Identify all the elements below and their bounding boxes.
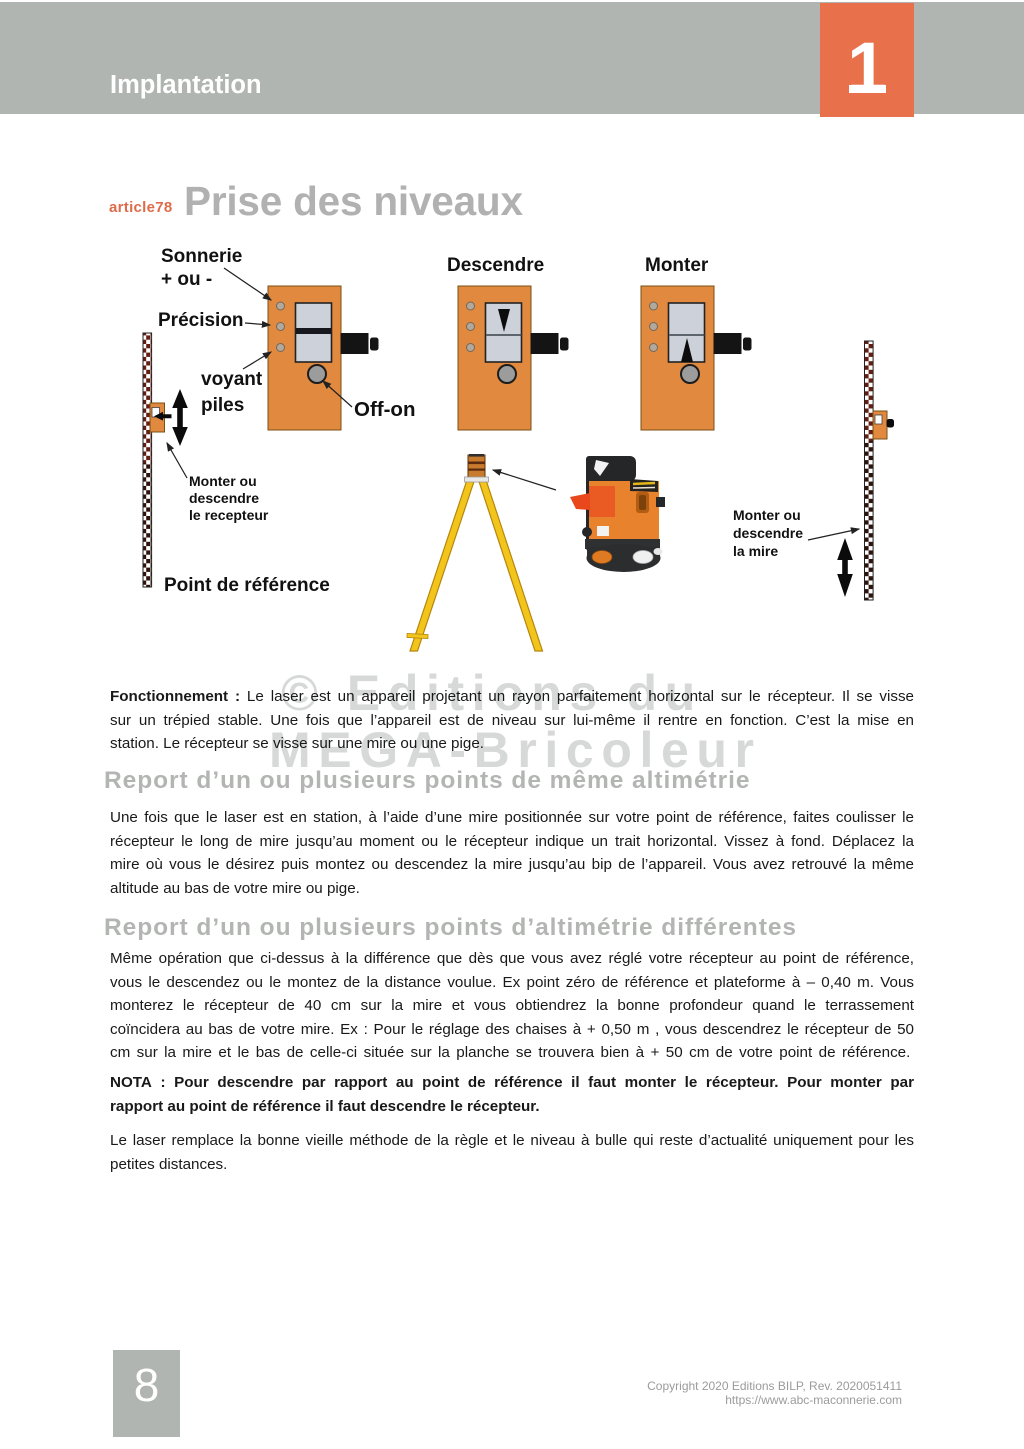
- svg-text:Point de référence: Point de référence: [164, 575, 330, 596]
- svg-text:le recepteur: le recepteur: [189, 507, 269, 523]
- svg-text:Monter ou: Monter ou: [189, 473, 257, 489]
- svg-text:Descendre: Descendre: [447, 255, 544, 276]
- svg-text:Monter: Monter: [645, 255, 709, 276]
- svg-text:descendre: descendre: [189, 490, 259, 506]
- svg-text:Monter ou: Monter ou: [733, 507, 801, 523]
- svg-text:voyant: voyant: [201, 369, 263, 390]
- svg-text:descendre: descendre: [733, 525, 803, 541]
- svg-text:la mire: la mire: [733, 543, 778, 559]
- svg-text:Précision: Précision: [158, 310, 244, 331]
- svg-text:Off-on: Off-on: [354, 398, 415, 421]
- svg-text:Sonnerie: Sonnerie: [161, 246, 242, 267]
- svg-text:piles: piles: [201, 395, 244, 416]
- svg-text:+ ou -: + ou -: [161, 269, 212, 290]
